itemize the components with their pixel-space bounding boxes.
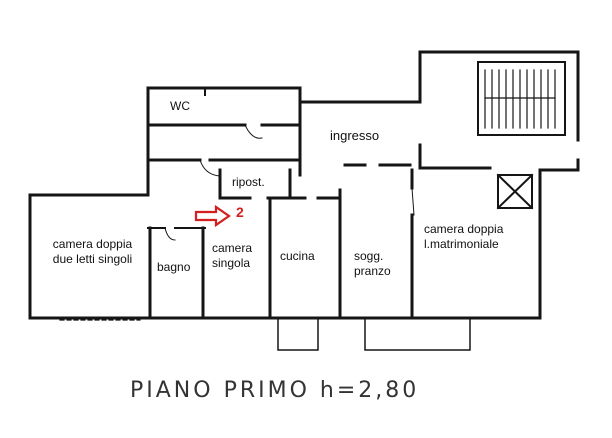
room-label-camera-singola: camera singola bbox=[212, 241, 253, 270]
room-label-ripost: ripost. bbox=[232, 175, 265, 189]
room-label-camera-matrimoniale: camera doppia l.matrimoniale bbox=[424, 222, 504, 251]
room-label-sogg-pranzo: sogg. pranzo bbox=[354, 249, 391, 278]
arrow-right-icon bbox=[194, 204, 231, 228]
door-swing bbox=[244, 124, 263, 139]
stair-wall bbox=[477, 61, 566, 136]
door-swing bbox=[411, 187, 415, 216]
floor-title: PIANO PRIMO h=2,80 bbox=[130, 378, 420, 403]
room-label-cucina: cucina bbox=[280, 249, 315, 263]
room-label-ingresso: ingresso bbox=[330, 128, 380, 143]
stair-treads bbox=[484, 69, 556, 129]
outer-wall bbox=[418, 143, 492, 170]
outer-wall bbox=[28, 193, 482, 320]
room-label-wc: WC bbox=[170, 99, 190, 113]
marker-number: 2 bbox=[236, 204, 244, 220]
balcony bbox=[364, 317, 471, 351]
door-swing bbox=[199, 159, 221, 177]
door-swing bbox=[164, 227, 176, 241]
room-label-bagno: bagno bbox=[157, 260, 191, 274]
balcony bbox=[277, 317, 319, 351]
outer-wall bbox=[146, 50, 580, 197]
outer-wall bbox=[478, 158, 580, 320]
shaft bbox=[496, 173, 534, 210]
room-label-camera-doppia-singoli: camera doppia due letti singoli bbox=[52, 237, 133, 266]
walls bbox=[28, 50, 580, 351]
